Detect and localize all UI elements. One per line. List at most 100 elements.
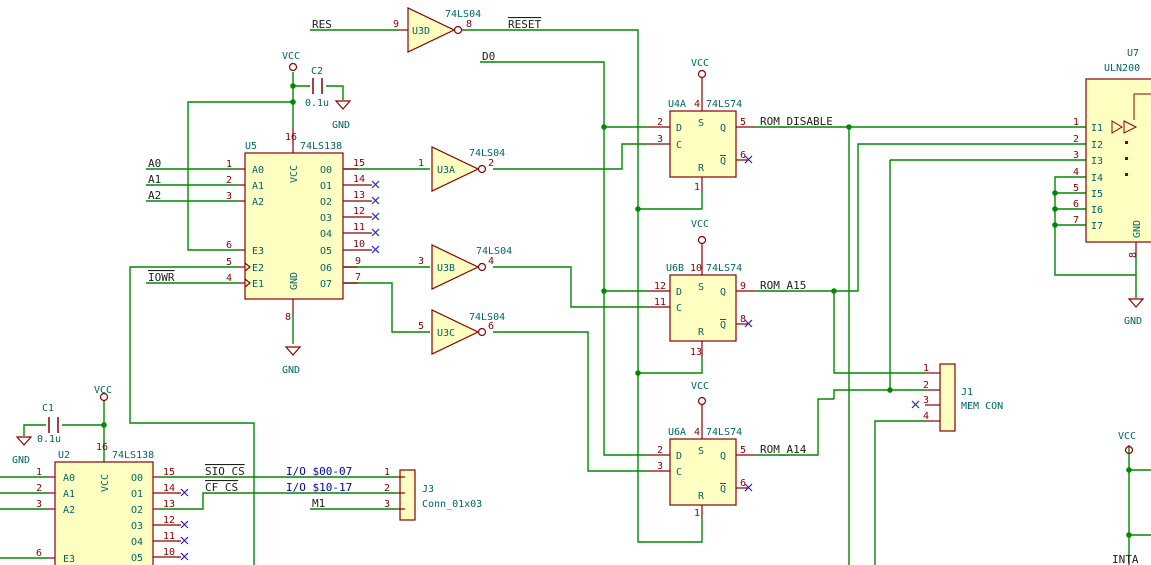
pin-number: 3 (657, 461, 663, 472)
net-label-iowr: IOWR (148, 271, 175, 284)
inverter-u3b: 3 4 U3B 74LS04 (418, 244, 512, 290)
pin-number: 6 (36, 548, 42, 559)
ground-icon (1127, 298, 1145, 308)
pin-number: 9 (355, 256, 361, 267)
power-symbols: VCC C2 0.1u GND GND VCC VCC VCC GND VCC … (12, 51, 1145, 466)
pin-number: 4 (488, 256, 494, 267)
ff-pin-name: Q (720, 123, 726, 134)
inverter-ref: U3D (412, 26, 430, 37)
ff-body (669, 438, 737, 506)
ic-pin-name: I2 (1091, 140, 1103, 151)
ff-pin-name: C (676, 303, 682, 314)
ff-pin-name: D (676, 287, 682, 298)
pin-number: 6 (488, 321, 494, 332)
pin-number: 6 (740, 150, 746, 161)
pin-number: 14 (163, 483, 175, 494)
ff-pin-name: D (676, 123, 682, 134)
junction-dot (831, 288, 837, 294)
pin-number: 5 (740, 445, 746, 456)
vcc-label: VCC (691, 58, 709, 69)
ic-pin-name: O2 (131, 505, 143, 516)
pin-number: 4 (923, 411, 929, 422)
inversion-bubble-icon (453, 25, 463, 35)
ground-icon (334, 100, 352, 110)
ic-ref: U7 (1127, 48, 1139, 59)
pin-number: 8 (740, 314, 746, 325)
vcc-port-icon (697, 69, 707, 79)
ff-pin-name: S (698, 118, 704, 129)
c2-value: 0.1u (305, 98, 329, 109)
pin-number: 10 (163, 547, 175, 558)
no-connect-icon (371, 245, 380, 254)
ic-pin-name: A2 (252, 197, 264, 208)
pin-number: 15 (353, 158, 365, 169)
vcc-port-icon (1124, 445, 1134, 455)
inverter-ref: U3C (437, 328, 455, 339)
net-labels: RES RESET D0 A0 A1 A2 IOWR ROM_DISABLE R… (148, 18, 1139, 565)
pin-number: 4 (694, 99, 700, 110)
pin-number: 16 (96, 442, 108, 453)
vcc-label: VCC (282, 51, 300, 62)
driver-line-icon (1133, 93, 1151, 120)
ic-ref: U2 (58, 450, 70, 461)
ff-pin-name: Q (720, 484, 726, 495)
ic-ref: U5 (245, 141, 257, 152)
pin-number: 15 (163, 467, 175, 478)
pin-number: 5 (418, 321, 424, 332)
ff-pin-name: R (698, 163, 705, 174)
pin-number: 8 (1128, 252, 1139, 258)
ellipsis-dot-icon (1125, 173, 1128, 176)
ic-pin-name: I3 (1091, 156, 1103, 167)
pin-number: 12 (654, 281, 666, 292)
ic-pin-name: O1 (131, 489, 143, 500)
ground-icon (15, 436, 33, 446)
ff-value: 74LS74 (706, 99, 742, 110)
junction-dot (887, 387, 893, 393)
pin-number: 3 (226, 191, 232, 202)
net-label-rom-a14: ROM_A14 (760, 443, 807, 456)
pin-number: 13 (690, 347, 702, 358)
inverter-body-icon (431, 146, 480, 192)
ic-pin-name: VCC (100, 474, 111, 492)
vcc-port-icon (288, 62, 298, 72)
ic-pin-name: O3 (131, 521, 143, 532)
diode-icon (1123, 120, 1138, 134)
connector-ref: J3 (422, 484, 434, 495)
pin-number: 16 (285, 132, 297, 143)
no-connect-icon (744, 319, 753, 328)
gnd-label: GND (12, 455, 30, 466)
no-connect-icon (371, 212, 380, 221)
buffer-icon (1111, 120, 1123, 134)
ic-pin-name: VCC (289, 165, 300, 183)
pin-number: 2 (923, 380, 929, 391)
pin-number: 1 (36, 467, 42, 478)
vcc-label: VCC (94, 385, 112, 396)
pin-number: 4 (226, 273, 232, 284)
c2-ref: C2 (311, 66, 323, 77)
junction-dot (290, 99, 296, 105)
net-label-a2: A2 (148, 189, 161, 202)
pin-number: 1 (694, 508, 700, 519)
active-low-indicator-icon (244, 262, 251, 272)
vcc-label: VCC (1118, 431, 1136, 442)
inverter-u3d: 9 8 U3D 74LS04 (393, 7, 481, 53)
connector-ref: J1 (961, 387, 973, 398)
pin-number: 2 (657, 117, 663, 128)
ic-pin-name: O7 (320, 279, 332, 290)
inversion-bubble-icon (477, 164, 487, 174)
no-connect-icon (911, 400, 920, 409)
ic-pin-name: A1 (63, 489, 75, 500)
pin-number: 9 (393, 19, 399, 30)
vcc-port-icon (697, 235, 707, 245)
ground-icon (284, 346, 302, 356)
junction-dot (1052, 206, 1058, 212)
net-label-rom-disable: ROM_DISABLE (760, 115, 833, 128)
net-label-res: RES (312, 18, 332, 31)
net-label-rom-a15: ROM_A15 (760, 279, 806, 292)
inverter-value: 74LS04 (469, 148, 505, 159)
ic-pin-name: I5 (1091, 189, 1103, 200)
no-connect-icon (371, 180, 380, 189)
pin-number: 13 (163, 499, 175, 510)
junction-dot (290, 83, 296, 89)
